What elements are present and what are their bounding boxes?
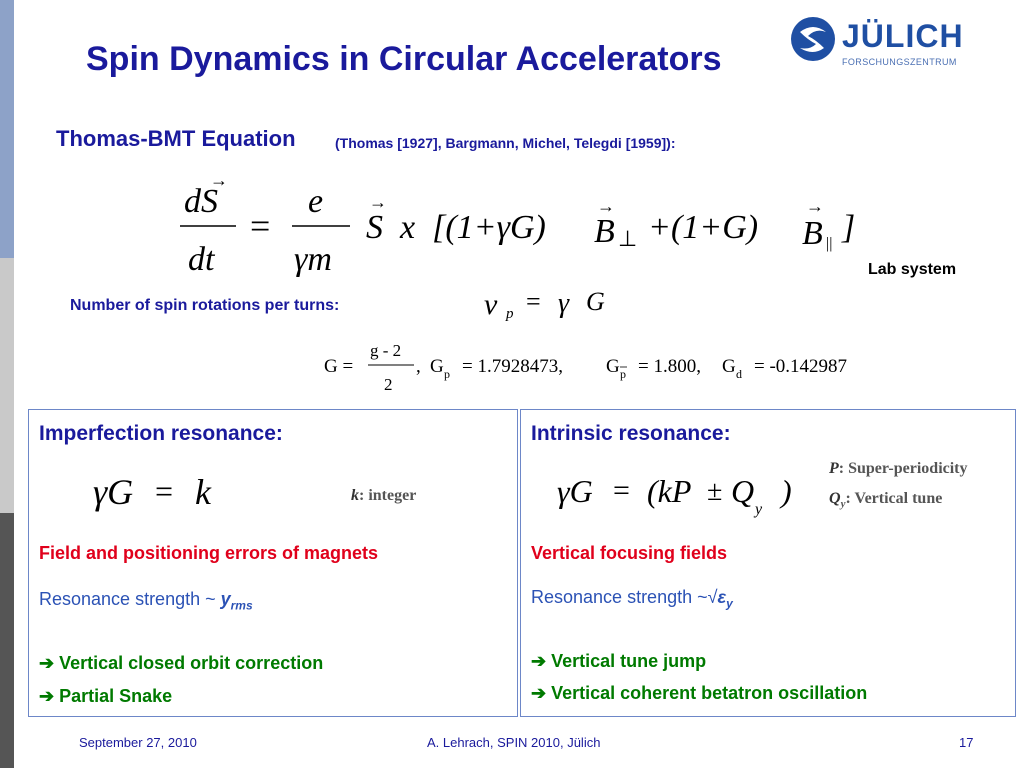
eq-lhs-denominator: dt (188, 241, 216, 278)
vec-arrow-s1-icon: → (210, 172, 228, 190)
sidebar-stripe-dark (0, 513, 14, 768)
footer-author: A. Lehrach, SPIN 2010, Jülich (427, 735, 601, 750)
eq-mid-numerator: e (308, 183, 323, 220)
imperfection-remedy-2-text: Partial Snake (59, 686, 173, 706)
imperfection-strength-sub: rms (230, 598, 253, 613)
Q-sub: y (840, 498, 846, 511)
g-def-lhs: G = (324, 356, 353, 377)
nu-sub-p: p (505, 306, 514, 322)
sidebar-stripe-light (0, 0, 14, 258)
svg-text:±: ± (707, 476, 722, 507)
footer-date: September 27, 2010 (79, 735, 197, 750)
g-antiproton-value: = 1.800, (638, 356, 701, 377)
g-deuteron-sub: d (736, 367, 742, 381)
eq-b-perp: B (594, 213, 615, 250)
footer-page-number: 17 (959, 735, 974, 750)
imperfection-cause: Field and positioning errors of magnets (39, 543, 379, 563)
svg-text:k: k (195, 472, 212, 512)
g-antiproton-sub: p (620, 367, 626, 381)
Q-var: Q (829, 490, 841, 507)
spin-rotations-label: Number of spin rotations per turns: (70, 297, 340, 314)
arrow-right-icon: ➔ (39, 686, 55, 706)
g-deuteron-G: G (722, 356, 736, 377)
imperfection-remedy-1: ➔ Vertical closed orbit correction (39, 653, 323, 674)
logo-wordmark: JÜLICH (842, 18, 964, 54)
sidebar-stripe-grey (0, 258, 14, 513)
eq-b-perp-sub: ⊥ (618, 226, 637, 251)
thomas-bmt-citation: (Thomas [1927], Bargmann, Michel, Telegd… (335, 135, 676, 151)
g-antiproton-G: G (606, 356, 620, 377)
nu-G: G (586, 287, 605, 316)
arrow-right-icon: ➔ (39, 653, 55, 673)
k-var: k (351, 487, 359, 504)
g-proton-sub: p (444, 367, 450, 381)
g-proton-G: G (430, 356, 444, 377)
intrinsic-remedy-1: ➔ Vertical tune jump (531, 651, 706, 672)
eq-equals: = (250, 206, 270, 246)
eq-b-par-sub: || (826, 235, 832, 252)
svg-text:=: = (155, 473, 173, 509)
lab-system-label: Lab system (868, 261, 957, 278)
vec-arrow-b2-icon: → (806, 196, 824, 216)
imperfection-strength-label: Resonance strength ~ (39, 589, 221, 609)
eq-close-bracket: ] (841, 209, 855, 246)
spin-tune-equation: ν p = γ G (484, 287, 605, 322)
nu-gamma: γ (558, 288, 570, 319)
nu-equals: = (526, 287, 541, 316)
k-definition: k: integer (351, 487, 416, 505)
intrinsic-strength-label: Resonance strength ~√ (531, 587, 718, 607)
thomas-bmt-equation: dS → dt = e γm → S x [(1+γG) → B ⊥ +(1+G… (180, 172, 855, 278)
logo-subtitle: FORSCHUNGSZENTRUM (842, 57, 957, 67)
intrinsic-remedy-2: ➔ Vertical coherent betatron oscillation (531, 683, 867, 704)
imperfection-equation: γG = k (93, 472, 212, 512)
g-deuteron-value: = -0.142987 (754, 356, 847, 377)
eq-mid-denominator: γm (294, 241, 332, 278)
intrinsic-equation: γG = (kP ± Q y ) (557, 473, 792, 518)
P-var: P (829, 460, 839, 477)
juelich-swirl-logo-icon (791, 17, 835, 61)
Q-def-text: : Vertical tune (845, 490, 943, 507)
P-def-text: : Super-periodicity (838, 460, 968, 477)
intrinsic-strength-var: ε (717, 587, 727, 607)
imperfection-heading: Imperfection resonance: (39, 422, 283, 445)
arrow-right-icon: ➔ (531, 683, 547, 703)
thomas-bmt-heading: Thomas-BMT Equation (56, 126, 296, 151)
svg-text:(kP: (kP (647, 473, 691, 509)
intrinsic-strength-sub: y (726, 596, 733, 611)
svg-text:=: = (613, 474, 630, 507)
intrinsic-resonance-box: Intrinsic resonance: γG = (kP ± Q y ) P:… (520, 409, 1016, 717)
svg-text:): ) (779, 473, 792, 509)
svg-text:γG: γG (93, 472, 133, 512)
g-comma: , (416, 356, 421, 377)
eq-rhs-2: +(1+G) (648, 209, 758, 246)
eq-rhs: S x [(1+γG) (366, 209, 546, 246)
imperfection-remedy-2: ➔ Partial Snake (39, 686, 172, 707)
intrinsic-heading: Intrinsic resonance: (531, 422, 731, 445)
eq-lhs-numerator: dS (184, 183, 218, 220)
imperfection-remedy-1-text: Vertical closed orbit correction (59, 653, 324, 673)
eq-b-par: B (802, 215, 823, 252)
vec-arrow-s2-icon: → (369, 192, 387, 212)
slide-title: Spin Dynamics in Circular Accelerators (86, 40, 722, 78)
intrinsic-remedy-2-text: Vertical coherent betatron oscillation (551, 683, 868, 703)
g-def-den: 2 (384, 375, 393, 394)
nu-symbol: ν (484, 288, 498, 321)
arrow-right-icon: ➔ (531, 651, 547, 671)
P-definition: P: Super-periodicity (829, 460, 968, 478)
intrinsic-remedy-1-text: Vertical tune jump (551, 651, 707, 671)
intrinsic-strength: Resonance strength ~√εy (531, 587, 733, 611)
svg-text:y: y (753, 501, 763, 518)
g-factor-equation: G = g - 2 2 , G p = 1.7928473, G p = 1.8… (324, 341, 847, 394)
k-def-text: : integer (359, 487, 417, 504)
svg-text:Q: Q (731, 473, 754, 509)
imperfection-strength-var: y (220, 589, 231, 609)
g-proton-value: = 1.7928473, (462, 356, 563, 377)
svg-text:γG: γG (557, 473, 593, 509)
imperfection-strength: Resonance strength ~ yrms (39, 589, 253, 613)
Q-definition: Qy: Vertical tune (829, 490, 942, 510)
imperfection-resonance-box: Imperfection resonance: γG = k k: intege… (28, 409, 518, 717)
g-def-num: g - 2 (370, 341, 401, 360)
intrinsic-cause: Vertical focusing fields (531, 543, 728, 563)
vec-arrow-b1-icon: → (597, 196, 615, 216)
